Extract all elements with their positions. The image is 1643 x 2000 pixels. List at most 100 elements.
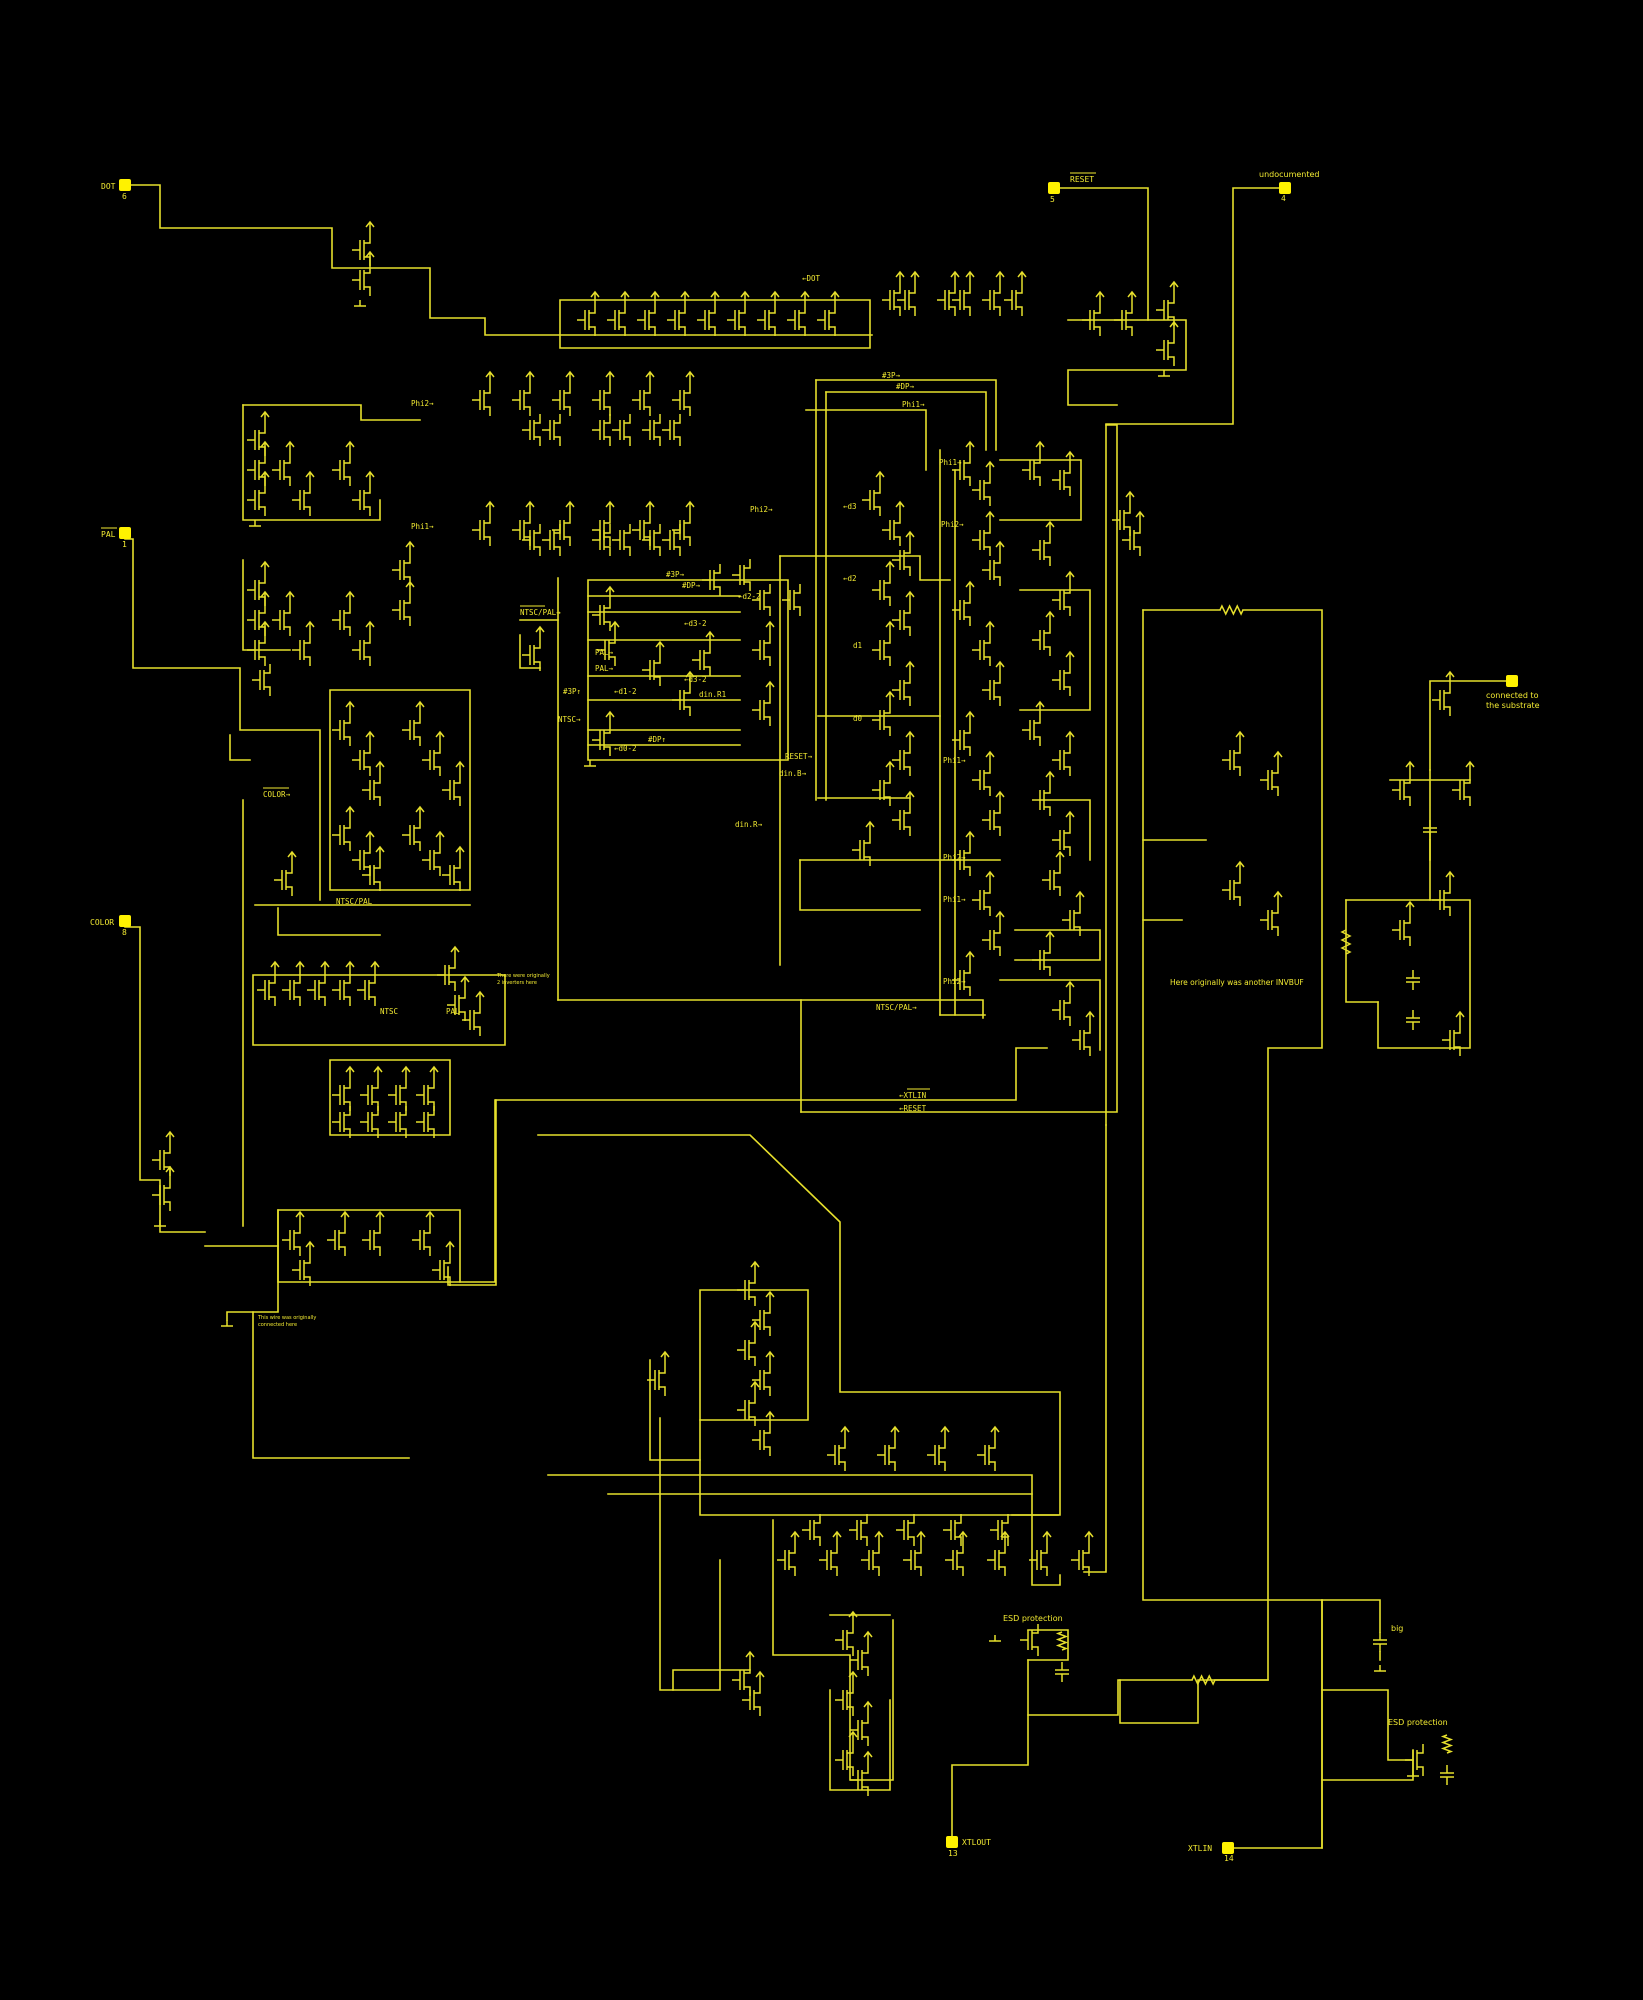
transistor-symbol [982, 540, 1005, 586]
transistor-symbol [592, 585, 615, 631]
transistor-symbol [892, 790, 915, 836]
transistor-symbol [752, 620, 775, 666]
transistor-symbol [332, 590, 355, 636]
transistor-symbol [1020, 1624, 1039, 1656]
transistor-symbol [1432, 670, 1455, 716]
wire [519, 634, 541, 669]
transistor-symbol [282, 960, 305, 1006]
signal-label: d0 [853, 714, 863, 723]
signal-label: Phi1→ [902, 400, 925, 409]
transistor-symbol [442, 845, 465, 891]
capacitor-symbol [1423, 820, 1437, 840]
wire [124, 538, 321, 901]
wire [951, 1659, 1029, 1837]
signal-label: din.R→ [735, 820, 763, 829]
signal-label: Phi1→ [943, 756, 966, 765]
pin-overlines [101, 172, 1096, 529]
capacitor-symbol [1373, 1632, 1387, 1652]
wire [459, 1099, 496, 1283]
transistor-symbol [1052, 810, 1075, 856]
transistor-symbol [472, 500, 495, 546]
transistor-symbol [472, 370, 495, 416]
transistor-symbol [672, 670, 695, 716]
wire [1027, 1629, 1069, 1661]
transistor-symbol [982, 660, 1005, 706]
signal-label: Phi2→ [750, 505, 773, 514]
transistor-symbol [592, 370, 615, 416]
signal-label: #DP→ [896, 382, 915, 391]
transistor-symbol [952, 580, 975, 626]
transistor-symbol [1222, 860, 1245, 906]
transistor-symbol [1052, 570, 1075, 616]
wire [699, 1289, 809, 1421]
pin-pad [1506, 675, 1518, 687]
transistor-symbol [522, 414, 541, 446]
transistor-symbol [332, 1106, 351, 1138]
wire [226, 1209, 279, 1321]
transistor-symbol [982, 270, 1005, 316]
wire [252, 974, 506, 1046]
transistor-symbol [1032, 520, 1055, 566]
transistor-symbol [732, 1650, 755, 1696]
transistor-symbol [352, 250, 375, 296]
transistor-symbol [642, 640, 665, 686]
transistor-symbol [872, 560, 895, 606]
transistor-symbol [737, 1320, 760, 1366]
transistor-symbol [1052, 650, 1075, 696]
transistor-layer [152, 220, 1475, 1796]
wire [242, 559, 291, 651]
transistor-symbol [777, 1530, 800, 1576]
transistor-symbol [1029, 1530, 1052, 1576]
wire [277, 907, 381, 936]
signal-label: Phi2→ [411, 399, 434, 408]
transistor-symbol [697, 290, 720, 336]
wire [825, 391, 987, 451]
transistor-symbol [977, 1425, 1000, 1471]
wire [1019, 589, 1091, 711]
ground-symbol [221, 1320, 233, 1327]
transistor-symbol [872, 760, 895, 806]
pin-labels: DOT 6 PAL 1 COLOR 8 RESET 5 undocumented… [90, 170, 1540, 1863]
transistor-symbol [247, 470, 270, 516]
note-capacitor-big: big [1391, 1624, 1403, 1633]
transistor-symbol [332, 1065, 355, 1111]
pin-pad-layer [119, 179, 1518, 1854]
transistor-symbol [672, 370, 695, 416]
transistor-symbol [402, 700, 425, 746]
signal-label: ←d3-2 [684, 619, 707, 628]
pin-label-pal: PAL [101, 530, 116, 539]
transistor-symbol [422, 830, 445, 876]
transistor-symbol [882, 500, 905, 546]
wire [1345, 899, 1471, 1049]
transistor-symbol [952, 950, 975, 996]
transistor-symbol [882, 270, 905, 316]
wire [779, 555, 951, 581]
wire [699, 1419, 1059, 1516]
transistor-symbol [1052, 730, 1075, 776]
transistor-symbol [332, 700, 355, 746]
transistor-symbol [737, 1260, 760, 1306]
transistor-symbol [1072, 1010, 1095, 1056]
pin-label-substrate-1: connected to [1486, 691, 1539, 700]
note-inverters-1: There were originally [496, 973, 550, 979]
pin-number-reset: 5 [1050, 195, 1055, 204]
transistor-symbol [827, 1425, 850, 1471]
transistor-symbol [872, 620, 895, 666]
transistor-symbol [607, 290, 630, 336]
transistor-symbol [972, 460, 995, 506]
transistor-symbol [752, 1290, 775, 1336]
transistor-symbol [1260, 750, 1283, 796]
transistor-symbol [552, 370, 575, 416]
transistor-symbol [1112, 490, 1135, 536]
transistor-symbol [1032, 930, 1055, 976]
transistor-symbol [849, 1514, 868, 1546]
wire [559, 299, 871, 349]
transistor-symbol [952, 710, 975, 756]
wire [1014, 929, 1101, 961]
transistor-symbol [327, 1210, 350, 1256]
transistor-symbol [1032, 610, 1055, 656]
transistor-symbol [752, 584, 771, 616]
transistor-symbol [987, 1530, 1010, 1576]
transistor-symbol [752, 680, 775, 726]
